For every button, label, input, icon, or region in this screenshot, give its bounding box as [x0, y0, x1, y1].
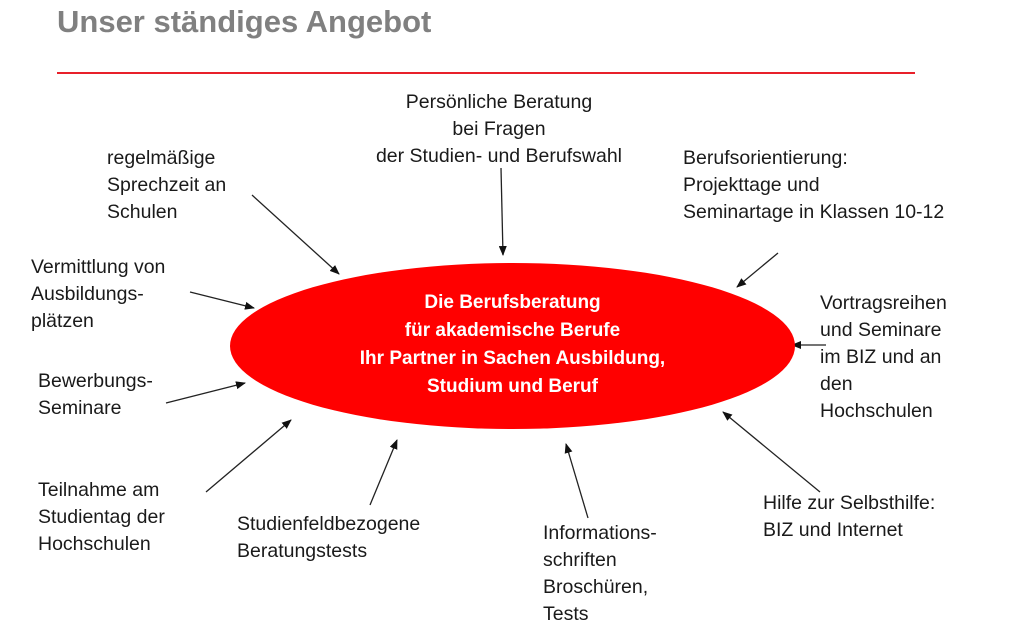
arrow-bewerbungsseminare: [165, 381, 246, 404]
offer-line: Hilfe zur Selbsthilfe:: [763, 492, 936, 514]
center-line: Ihr Partner in Sachen Ausbildung,: [359, 348, 666, 369]
offer-line: Hochschulen: [38, 533, 151, 555]
offer-vortragsreihen: Vortragsreihen und Seminare im BIZ und a…: [820, 290, 947, 425]
offer-line: Teilnahme am: [38, 479, 160, 501]
offer-informationsschriften: Informations- schriften Broschüren, Test…: [543, 520, 657, 628]
arrow-informationsschriften: [564, 443, 589, 519]
offer-line: plätzen: [31, 310, 94, 332]
center-line: Die Berufsberatung: [424, 292, 601, 313]
offer-line: Seminare: [38, 397, 122, 419]
page-title: Unser ständiges Angebot: [57, 4, 432, 39]
arrow-berufsorientierung: [736, 252, 779, 288]
arrow-sprechzeit: [251, 194, 340, 275]
arrow-persoenliche-beratung: [498, 167, 507, 256]
offer-line: der Studien- und Berufswahl: [375, 145, 623, 167]
offer-studientag: Teilnahme am Studientag der Hochschulen: [38, 477, 165, 558]
offer-line: Projekttage und: [683, 174, 820, 196]
offer-line: BIZ und Internet: [763, 519, 903, 541]
offer-berufsorientierung: Berufsorientierung: Projekttage und Semi…: [683, 145, 944, 226]
offer-line: Informations-: [543, 522, 657, 544]
offer-line: Persönliche Beratung: [405, 91, 593, 113]
offer-persoenliche-beratung: Persönliche Beratung bei Fragen der Stud…: [348, 89, 650, 170]
offer-sprechzeit: regelmäßige Sprechzeit an Schulen: [107, 145, 226, 226]
offer-line: Berufsorientierung:: [683, 147, 848, 169]
offer-line: Sprechzeit an: [107, 174, 227, 196]
offer-line: Studientag der: [38, 506, 165, 528]
center-ellipse: [230, 263, 795, 429]
offer-line: Vortragsreihen: [820, 292, 947, 314]
offer-line: Tests: [543, 603, 589, 625]
arrow-beratungstests: [369, 439, 398, 506]
offer-line: Seminartage in Klassen 10-12: [683, 201, 945, 223]
arrow-vermittlung: [189, 291, 255, 310]
offer-line: Beratungstests: [237, 540, 368, 562]
center-line: Studium und Beruf: [427, 376, 598, 397]
title-divider: [57, 72, 915, 74]
offer-vermittlung: Vermittlung von Ausbildungs- plätzen: [31, 254, 165, 335]
arrow-studientag: [205, 419, 292, 493]
offer-line: schriften: [543, 549, 617, 571]
offer-beratungstests: Studienfeldbezogene Beratungstests: [237, 511, 420, 565]
offer-line: im BIZ und an: [820, 346, 942, 368]
center-line: für akademische Berufe: [404, 320, 621, 341]
offer-line: regelmäßige: [107, 147, 216, 169]
offer-line: Hochschulen: [820, 400, 933, 422]
offer-line: Studienfeldbezogene: [237, 513, 421, 535]
offer-line: bei Fragen: [452, 118, 546, 140]
center-label: Die Berufsberatung für akademische Beruf…: [230, 289, 795, 401]
offer-line: Ausbildungs-: [31, 283, 144, 305]
offer-line: den: [820, 373, 853, 395]
offer-line: Vermittlung von: [31, 256, 166, 278]
offer-line: Schulen: [107, 201, 178, 223]
offer-line: und Seminare: [820, 319, 942, 341]
offer-line: Bewerbungs-: [38, 370, 153, 392]
offer-line: Broschüren,: [543, 576, 649, 598]
arrow-selbsthilfe: [722, 411, 821, 493]
offer-bewerbungsseminare: Bewerbungs- Seminare: [38, 368, 153, 422]
offer-selbsthilfe: Hilfe zur Selbsthilfe: BIZ und Internet: [763, 490, 935, 544]
